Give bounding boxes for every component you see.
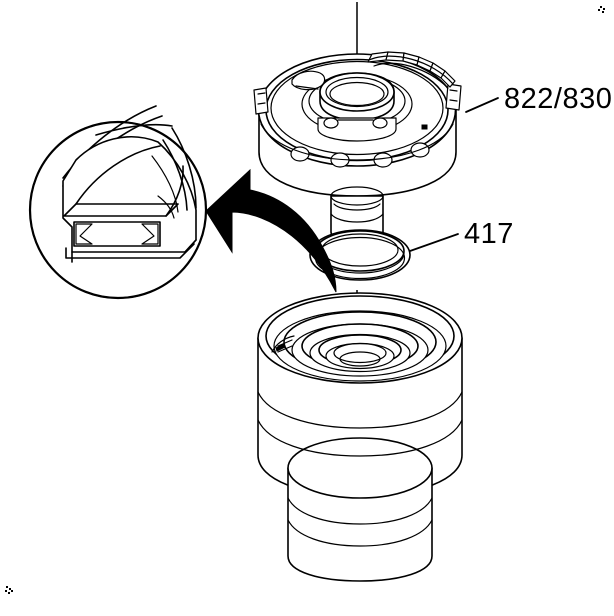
lower-cylinder-body (257, 292, 463, 582)
callout-label-822-830: 822/830 (504, 83, 612, 115)
detail-arrow (205, 168, 337, 293)
callout-label-417: 417 (464, 218, 514, 250)
corner-marks (5, 6, 605, 594)
detail-circle (28, 105, 208, 300)
callout-leaders (409, 97, 499, 252)
castellated-rim (367, 51, 456, 89)
leader-417 (409, 233, 459, 252)
leader-822-830 (465, 97, 499, 113)
corner-mark-top-right (598, 6, 605, 13)
upper-disc-assembly (253, 51, 462, 243)
corner-mark-bottom-left (5, 586, 13, 594)
